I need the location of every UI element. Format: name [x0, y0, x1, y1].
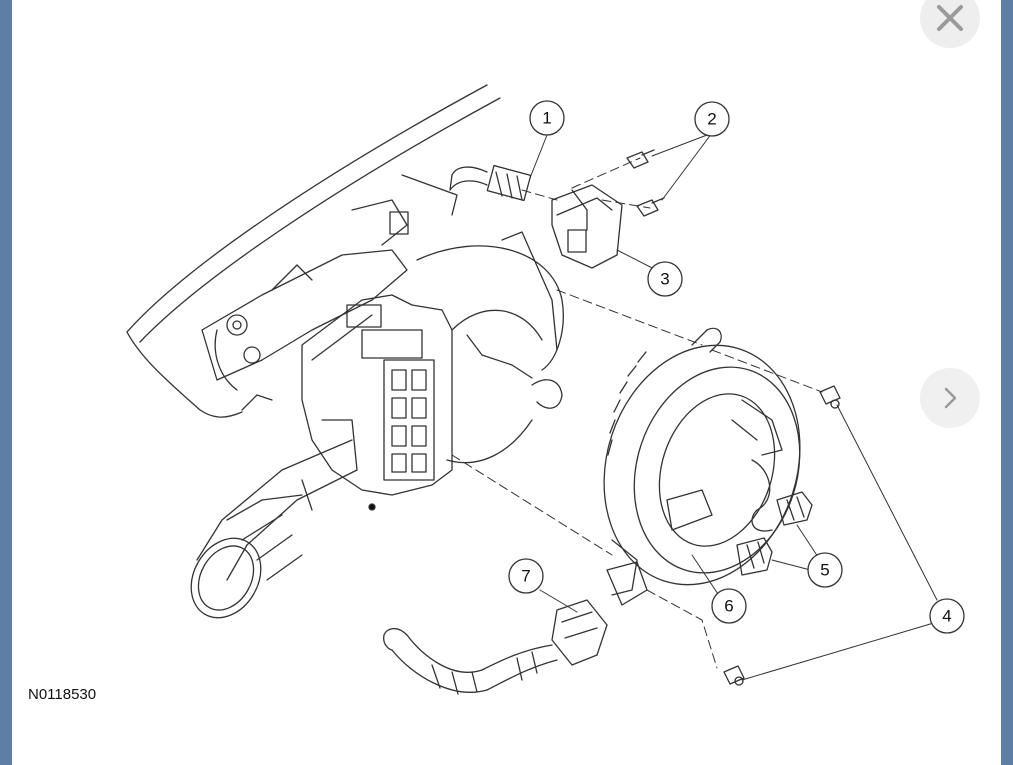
frame-border-left	[0, 0, 12, 765]
callout-7-label: 7	[521, 567, 530, 586]
callout-5: 5	[807, 552, 843, 588]
connector-1	[449, 164, 532, 202]
turn-signal-stalk	[190, 439, 358, 619]
callout-4: 4	[929, 598, 965, 634]
figure-id: N0118530	[28, 686, 97, 703]
callout-3: 3	[647, 261, 683, 297]
callout-3-label: 3	[660, 270, 669, 289]
exploded-diagram: 1 2 3 4 5 6 7	[126, 84, 965, 695]
next-image-button[interactable]	[920, 368, 980, 428]
instrument-panel	[126, 84, 501, 418]
callout-4-label: 4	[942, 607, 951, 626]
callout-2-label: 2	[707, 110, 716, 129]
control-module-3	[551, 184, 623, 269]
callout-2: 2	[694, 101, 730, 137]
close-icon	[937, 5, 963, 31]
chevron-right-icon	[944, 387, 957, 409]
screws-4	[723, 385, 841, 686]
switch-body	[301, 294, 453, 511]
callout-6: 6	[711, 588, 747, 624]
callout-1: 1	[529, 100, 565, 136]
callout-7: 7	[508, 558, 544, 594]
rear-housing	[416, 231, 564, 464]
image-viewer: 1 2 3 4 5 6 7 N0118530	[12, 0, 1001, 765]
callout-1-label: 1	[542, 109, 551, 128]
callout-5-label: 5	[820, 561, 829, 580]
alignment-lines	[451, 157, 823, 669]
screws-2	[626, 149, 665, 217]
clockspring-6	[603, 327, 801, 596]
callout-6-label: 6	[724, 597, 733, 616]
frame-border-right	[1001, 0, 1013, 765]
connector-7-harness	[383, 561, 648, 695]
column-housing	[201, 174, 458, 411]
close-button[interactable]	[920, 0, 980, 48]
connectors-5	[736, 491, 813, 576]
